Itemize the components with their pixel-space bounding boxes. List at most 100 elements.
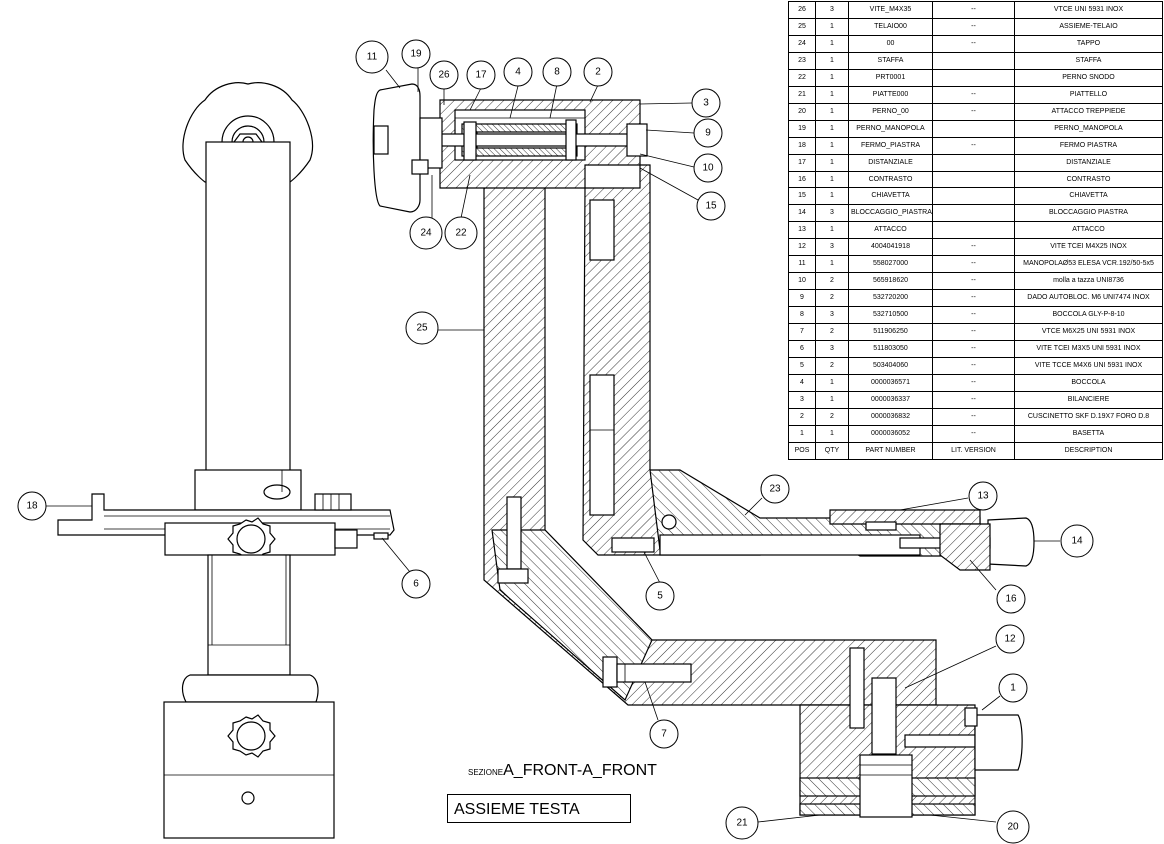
bom-header-cell: DESCRIPTION xyxy=(1014,441,1163,460)
bom-cell: 4004041918 xyxy=(848,238,933,257)
clamp-knob xyxy=(987,517,1035,567)
bom-cell: 00 xyxy=(848,34,933,53)
bom-cell: 1 xyxy=(815,34,849,53)
bom-cell: 5 xyxy=(788,357,816,375)
bom-header-cell: POS xyxy=(788,441,816,460)
section-label: SEZIONEA_FRONT-A_FRONT xyxy=(468,762,657,780)
bom-cell: 0000036571 xyxy=(848,373,933,392)
bom-cell: 6 xyxy=(788,340,816,359)
bom-cell: 1 xyxy=(815,85,849,104)
svg-text:1: 1 xyxy=(1010,683,1016,694)
bom-cell: PIATTELLO xyxy=(1014,85,1163,104)
bom-cell: -- xyxy=(932,373,1015,392)
bom-cell: ASSIEME-TELAIO xyxy=(1014,17,1163,36)
balloon-callouts: 1 2 3 4 5 6 7 8 9 10 11 12 13 14 15 16 1… xyxy=(17,39,1094,844)
balloon: 21 xyxy=(725,806,759,840)
section-name: A_FRONT-A_FRONT xyxy=(503,762,657,779)
balloon: 23 xyxy=(760,474,790,504)
svg-text:8: 8 xyxy=(554,67,560,78)
bom-cell: 7 xyxy=(788,323,816,342)
bom-cell: BLOCCAGGIO_PIASTRA xyxy=(848,204,933,223)
bom-cell: FERMO_PIASTRA xyxy=(848,136,933,155)
balloon: 18 xyxy=(17,491,47,521)
balloon: 4 xyxy=(503,57,533,87)
bom-cell: -- xyxy=(932,102,1015,121)
bom-cell: 0000036832 xyxy=(848,407,933,426)
bom-cell: VITE_M4X35 xyxy=(848,1,933,19)
bom-cell: 0000036337 xyxy=(848,390,933,409)
bom-cell: 19 xyxy=(788,119,816,138)
bom-cell xyxy=(932,119,1015,138)
bom-cell: 1 xyxy=(815,119,849,138)
bom-cell: 3 xyxy=(815,204,849,223)
balloon: 15 xyxy=(696,191,726,221)
balloon: 12 xyxy=(995,624,1025,654)
bom-cell: -- xyxy=(932,255,1015,274)
balloon: 24 xyxy=(409,216,443,250)
bom-cell: -- xyxy=(932,34,1015,53)
bom-cell: 21 xyxy=(788,85,816,104)
bom-cell: -- xyxy=(932,407,1015,426)
bom-cell: 2 xyxy=(815,289,849,308)
bom-cell: PRT0001 xyxy=(848,68,933,87)
bom-cell: 22 xyxy=(788,68,816,87)
bom-cell: -- xyxy=(932,306,1015,325)
frame-section xyxy=(483,184,937,706)
bom-cell xyxy=(932,187,1015,206)
bom-cell: PIATTE000 xyxy=(848,85,933,104)
bom-cell: -- xyxy=(932,17,1015,36)
bom-cell: 17 xyxy=(788,153,816,172)
bom-cell: 3 xyxy=(815,238,849,257)
balloon: 11 xyxy=(355,40,389,74)
bom-cell: BLOCCAGGIO PIASTRA xyxy=(1014,204,1163,223)
bom-cell: -- xyxy=(932,272,1015,291)
bom-cell: STAFFA xyxy=(848,51,933,70)
bom-cell xyxy=(932,221,1015,240)
balloon: 7 xyxy=(649,719,679,749)
bom-cell: 11 xyxy=(788,255,816,274)
bom-cell: CONTRASTO xyxy=(1014,170,1163,189)
bom-cell: 1 xyxy=(815,51,849,70)
bom-cell: CHIAVETTA xyxy=(1014,187,1163,206)
bom-cell: 3 xyxy=(815,340,849,359)
bom-cell: 558027000 xyxy=(848,255,933,274)
bom-cell: 3 xyxy=(788,390,816,409)
bom-cell: 1 xyxy=(815,17,849,36)
bom-cell: 2 xyxy=(788,407,816,426)
bom-cell: VITE TCEI M4X25 INOX xyxy=(1014,238,1163,257)
side-view xyxy=(57,82,395,839)
bom-cell: -- xyxy=(932,136,1015,155)
bom-cell: PERNO_MANOPOLA xyxy=(1014,119,1163,138)
bom-cell: BASETTA xyxy=(1014,424,1163,443)
bom-cell: PERNO_MANOPOLA xyxy=(848,119,933,138)
bom-cell: -- xyxy=(932,85,1015,104)
bom-cell: VITE TCEI M3X5 UNI 5931 INOX xyxy=(1014,340,1163,359)
balloon: 6 xyxy=(401,569,431,599)
balloon: 8 xyxy=(542,57,572,87)
svg-text:11: 11 xyxy=(367,52,378,63)
balloon: 9 xyxy=(693,118,723,148)
bom-cell: 2 xyxy=(815,272,849,291)
bom-cell: -- xyxy=(932,323,1015,342)
bom-cell: TELAIO00 xyxy=(848,17,933,36)
svg-text:20: 20 xyxy=(1007,822,1019,833)
balloon: 20 xyxy=(996,810,1030,844)
bom-cell: 15 xyxy=(788,187,816,206)
balloon: 16 xyxy=(996,584,1026,614)
bom-cell: -- xyxy=(932,424,1015,443)
